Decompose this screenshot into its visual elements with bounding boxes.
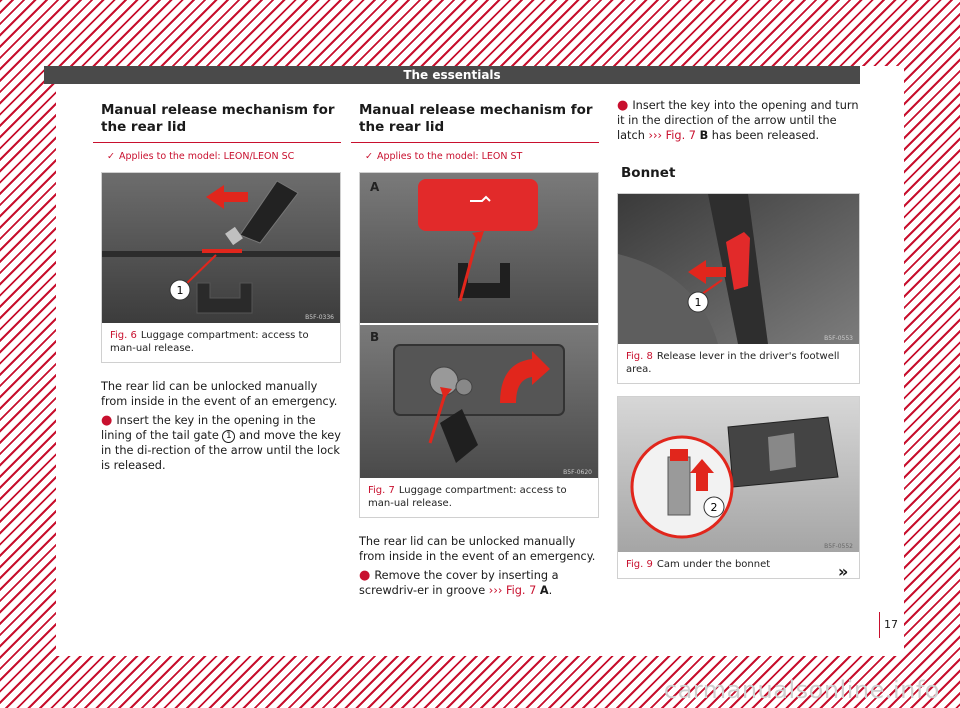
bullet-text: Remove the cover by inserting a screwdri… (359, 569, 559, 597)
paragraph: The rear lid can be unlocked manually fr… (101, 380, 338, 408)
figure-link[interactable]: ››› Fig. 7 (488, 584, 537, 597)
figure-8-label: Fig. 8 (626, 351, 653, 362)
figure-6-label: Fig. 6 (110, 330, 137, 341)
bullet-text-end: . (548, 584, 553, 597)
continue-arrow-icon: » (838, 562, 849, 581)
list-item: ●Remove the cover by inserting a screwdr… (359, 568, 599, 598)
bullet-icon: ● (101, 413, 113, 428)
figure-link[interactable]: ››› Fig. 7 (648, 129, 696, 142)
panel-a-label: A (370, 180, 380, 194)
applies-note: ✓Applies to the model: LEON ST (365, 151, 599, 162)
figure-7-caption-text: Luggage compartment: access to man-ual r… (368, 485, 567, 509)
figure-panel-ref: B (699, 129, 709, 142)
running-header: The essentials (44, 66, 860, 84)
figure-panel-ref: A (539, 584, 549, 597)
bullet-text-end: has been released. (711, 129, 820, 142)
column-3: ●Insert the key into the opening and tur… (617, 98, 860, 579)
section-heading: Manual release mechanism for the rear li… (93, 98, 341, 143)
callout-number: 1 (222, 430, 236, 443)
applies-text: Applies to the model: LEON/LEON SC (118, 151, 295, 162)
figure-9-code: B5F-0552 (824, 543, 853, 550)
figure-7-image: A B B5F-0620 (360, 173, 598, 478)
figure-8-image: 1 B5F-0553 (618, 194, 859, 344)
figure-6-code: B5F-0336 (305, 314, 334, 321)
figure-7-label: Fig. 7 (368, 485, 395, 496)
section-heading: Manual release mechanism for the rear li… (351, 98, 599, 143)
figure-9-caption-text: Cam under the bonnet (656, 559, 771, 570)
figure-9-image: 2 B5F-0552 (618, 397, 859, 552)
watermark: carmanualsonline.info (663, 676, 940, 704)
paragraph: The rear lid can be unlocked manually fr… (359, 535, 596, 563)
page-number: 17 (884, 618, 898, 631)
list-item: ●Insert the key in the opening in the li… (101, 413, 341, 473)
bullet-icon: ● (359, 568, 371, 583)
page-number-divider (879, 612, 880, 638)
bullet-icon: ● (617, 98, 629, 113)
figure-8-marker: 1 (695, 296, 702, 309)
applies-text: Applies to the model: LEON ST (376, 151, 523, 162)
figure-6-caption-text: Luggage compartment: access to man-ual r… (110, 330, 309, 354)
figure-6-image: 1 B5F-0336 (102, 173, 340, 323)
figure-9-marker: 2 (711, 501, 718, 514)
bullet-text: Insert the key into the opening and turn… (617, 99, 859, 142)
bullet-text: Insert the key in the opening in the lin… (101, 414, 316, 442)
figure-9-label: Fig. 9 (626, 559, 653, 570)
check-icon: ✓ (365, 151, 373, 162)
bullet-text-end: and move the key in the di-rection of th… (101, 429, 341, 472)
check-icon: ✓ (107, 151, 115, 162)
panel-b-label: B (370, 330, 379, 344)
column-2: Manual release mechanism for the rear li… (351, 98, 599, 598)
figure-7-code: B5F-0620 (563, 469, 592, 476)
column-1: Manual release mechanism for the rear li… (93, 98, 341, 473)
figure-6-marker: 1 (177, 284, 184, 297)
figure-8-code: B5F-0553 (824, 335, 853, 342)
applies-note: ✓Applies to the model: LEON/LEON SC (107, 151, 341, 162)
figure-8-caption-text: Release lever in the driver's footwell a… (626, 351, 840, 375)
list-item: ●Insert the key into the opening and tur… (617, 98, 860, 143)
section-heading: Bonnet (621, 165, 676, 181)
